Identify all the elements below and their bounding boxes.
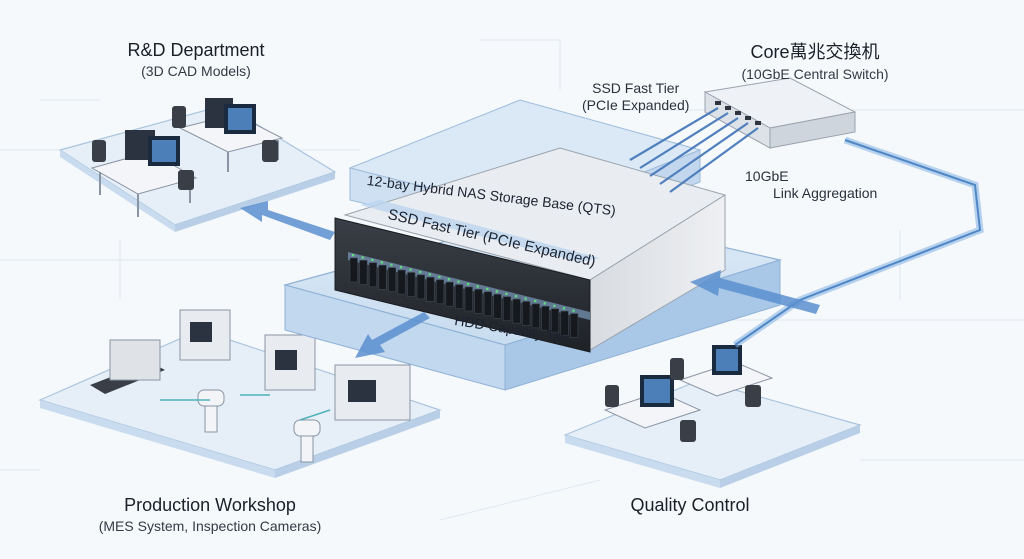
drive-bay-led (361, 256, 364, 259)
production-platform (38, 309, 442, 478)
arrow-to-rd (240, 201, 335, 240)
drive-bay (464, 286, 473, 312)
drive-bay-led (476, 285, 479, 288)
drive-bay (435, 279, 445, 305)
drive-bay-led (399, 266, 403, 269)
drive-bay-led (447, 278, 450, 281)
core-switch-label: Core萬兆交換机 (10GbE Central Switch) (700, 38, 930, 82)
production-label: Production Workshop (MES System, Inspect… (70, 495, 350, 534)
drive-bay-led (380, 261, 383, 264)
link-aggregation-label: 10GbE Link Aggregation (745, 168, 877, 202)
production-subtitle: (MES System, Inspection Cameras) (98, 518, 322, 534)
drive-bay (416, 274, 425, 300)
flow-arrows (240, 201, 820, 358)
drive-bay (349, 257, 358, 283)
arrow-to-production (355, 312, 430, 358)
ssd-note-line1: SSD Fast Tier (592, 80, 680, 96)
link-line2: Link Aggregation (773, 185, 878, 201)
drive-bay-led (428, 273, 431, 276)
drive-bay (570, 313, 579, 338)
drive-bay (455, 284, 464, 309)
drive-bay-led (562, 307, 565, 310)
link-line1: 10GbE (745, 168, 789, 184)
rd-title: R&D Department (127, 40, 265, 60)
drive-bay-led (505, 292, 508, 295)
drive-bay (502, 296, 512, 322)
core-switch (703, 77, 857, 149)
drive-bay-led (543, 302, 546, 305)
drive-bay-led (467, 283, 470, 286)
core-switch-title: Core萬兆交換机 (750, 42, 880, 62)
drive-bays (349, 254, 579, 338)
drive-bay (359, 260, 368, 285)
drive-bay (512, 298, 521, 324)
drive-bay-led (371, 258, 374, 261)
qc-platform (563, 345, 862, 488)
drive-bay (368, 262, 378, 288)
drive-bay-led (572, 309, 575, 312)
ssd-note-line2: (PCIe Expanded) (582, 97, 690, 113)
drive-bay-led (486, 287, 489, 290)
drive-bay-led (514, 295, 518, 298)
arrow-from-qc (690, 270, 820, 314)
drive-bay-led (419, 270, 422, 274)
drive-bay (426, 276, 435, 302)
rd-platform (58, 98, 337, 232)
drive-bay (541, 305, 550, 331)
drive-bay-led (352, 254, 355, 257)
drive-bay (474, 289, 483, 314)
drive-bay-led (524, 297, 527, 300)
drive-bay (387, 267, 397, 293)
drive-bay-led (553, 304, 556, 307)
drive-bay (407, 272, 416, 297)
drive-bay (483, 291, 493, 317)
switch-cables (629, 107, 759, 193)
drive-bay (493, 293, 502, 319)
ssd-note-label: SSD Fast Tier (PCIe Expanded) (582, 80, 689, 114)
production-title: Production Workshop (124, 495, 296, 515)
core-switch-subtitle: (10GbE Central Switch) (741, 66, 889, 82)
drive-bay-led (495, 290, 498, 293)
drive-bay-led (438, 275, 441, 278)
drive-bay (560, 310, 569, 336)
qc-title: Quality Control (630, 495, 750, 515)
drive-bay-led (457, 280, 460, 283)
drive-bay (445, 281, 454, 307)
drive-bay-led (409, 268, 412, 271)
drive-bay (378, 264, 387, 290)
rd-subtitle: (3D CAD Models) (141, 63, 251, 79)
drive-bay (397, 269, 406, 295)
drive-bay (531, 303, 540, 329)
rd-label: R&D Department (3D CAD Models) (106, 40, 286, 79)
qc-label: Quality Control (600, 495, 780, 516)
drive-bay (550, 308, 560, 334)
drive-bay (522, 301, 531, 326)
drive-bay-led (390, 263, 393, 266)
drive-bay-led (534, 299, 537, 303)
